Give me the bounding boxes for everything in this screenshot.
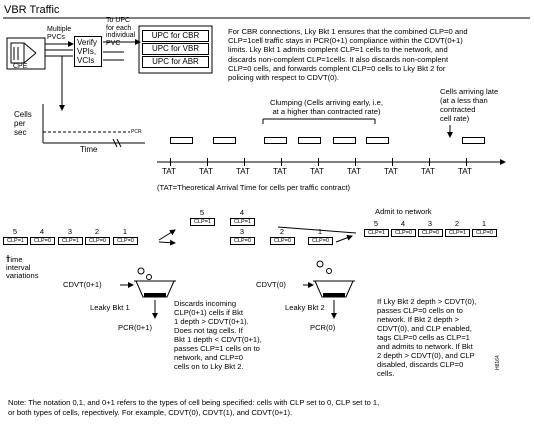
- cell-box: CLP=1: [230, 218, 255, 226]
- footnote: Note: The notation 0,1, and 0+1 refers t…: [8, 398, 380, 417]
- tat-label: TAT: [162, 167, 176, 176]
- cell-number: 1: [481, 219, 487, 228]
- admit-label: Admit to network: [375, 207, 432, 216]
- cell-box: CLP=0: [391, 229, 416, 237]
- tat-label: TAT: [421, 167, 435, 176]
- upc-abr-box: UPC for ABR: [142, 56, 209, 68]
- bucket1-description: Discards incoming CLP(0+1) cells if Bkt …: [174, 299, 262, 371]
- upc-group-outline: [138, 25, 213, 74]
- multiple-pvcs-label: Multiple PVCs: [47, 26, 72, 41]
- cell-box: CLP=0: [113, 237, 138, 245]
- leaky2-label: Leaky Bkt 2: [285, 303, 325, 312]
- cells-per-sec-label: Cells per sec: [14, 110, 32, 137]
- verify-box: Verify VPIs, VCIs: [74, 36, 102, 67]
- cell-mark: [333, 137, 356, 144]
- cell-mark: [170, 137, 193, 144]
- cell-number: 3: [427, 219, 433, 228]
- cell-box: CLP=0: [270, 237, 295, 245]
- cell-number: 2: [94, 227, 100, 236]
- cell-box: CLP=1: [445, 229, 470, 237]
- cell-number: 1: [317, 227, 323, 236]
- cell-box: CLP=0: [308, 237, 333, 245]
- cell-box: CLP=0: [30, 237, 55, 245]
- leaky1-label: Leaky Bkt 1: [90, 303, 130, 312]
- pcr0-label: PCR(0): [310, 323, 336, 332]
- cell-number: 1: [122, 227, 128, 236]
- cell-number: 3: [239, 227, 245, 236]
- cdvt0-label: CDVT(0): [256, 280, 286, 289]
- cell-number: 3: [67, 227, 73, 236]
- cell-box: CLP=1: [3, 237, 28, 245]
- tat-label: TAT: [273, 167, 287, 176]
- cell-number: 5: [12, 227, 18, 236]
- tat-label: TAT: [310, 167, 324, 176]
- bucket2-description: If Lky Bkt 2 depth > CDVT(0), passes CLP…: [377, 297, 477, 378]
- pcr01-label: PCR(0+1): [118, 323, 152, 332]
- cpe-label: CPE: [13, 63, 28, 70]
- cell-mark: [264, 137, 287, 144]
- time-interval-label: Time interval variations: [6, 255, 39, 280]
- cell-number: 5: [199, 208, 205, 217]
- verify-label: Verify VPIs, VCIs: [77, 38, 98, 65]
- cell-box: CLP=0: [230, 237, 255, 245]
- cell-box: CLP=0: [472, 229, 497, 237]
- figure-id: H8164: [495, 355, 501, 370]
- cdvt01-label: CDVT(0+1): [63, 280, 102, 289]
- cell-number: 5: [373, 219, 379, 228]
- cell-box: CLP=1: [58, 237, 83, 245]
- cell-box: CLP=1: [190, 218, 215, 226]
- cell-box: CLP=0: [85, 237, 110, 245]
- cell-number: 4: [400, 219, 406, 228]
- cell-number: 2: [279, 227, 285, 236]
- tat-label: TAT: [199, 167, 213, 176]
- cell-mark: [298, 137, 321, 144]
- tat-legend: (TAT=Theoretical Arrival Time for cells …: [157, 183, 351, 192]
- cell-mark: [213, 137, 236, 144]
- page-title: VBR Traffic: [4, 4, 60, 16]
- cell-mark: [366, 137, 389, 144]
- tat-tick: [355, 158, 356, 166]
- tat-label: TAT: [347, 167, 361, 176]
- tat-tick: [170, 158, 171, 166]
- cell-number: 2: [454, 219, 460, 228]
- tat-tick: [466, 158, 467, 166]
- tat-tick: [429, 158, 430, 166]
- upc-vbr-box: UPC for VBR: [142, 43, 209, 55]
- cbr-description: For CBR connections, Lky Bkt 1 ensures t…: [228, 27, 468, 83]
- cell-number: 4: [39, 227, 45, 236]
- to-upc-label: To UPC for each individual PVC: [106, 17, 136, 47]
- cell-box: CLP=0: [418, 229, 443, 237]
- clumping-label: Clumping (Cells arriving early, i.e, at …: [270, 98, 383, 116]
- tat-tick: [392, 158, 393, 166]
- tat-tick: [318, 158, 319, 166]
- time-label: Time: [80, 145, 98, 154]
- tat-label: TAT: [458, 167, 472, 176]
- tat-tick: [281, 158, 282, 166]
- cell-mark: [462, 137, 485, 144]
- cell-box: CLP=1: [364, 229, 389, 237]
- late-cells-label: Cells arriving late (at a less than cont…: [440, 87, 499, 123]
- tat-label: TAT: [384, 167, 398, 176]
- tat-label: TAT: [236, 167, 250, 176]
- upc-cbr-box: UPC for CBR: [142, 30, 209, 42]
- tat-tick: [244, 158, 245, 166]
- pcr-label: PCR: [131, 129, 142, 135]
- cell-number: 4: [239, 208, 245, 217]
- tat-tick: [207, 158, 208, 166]
